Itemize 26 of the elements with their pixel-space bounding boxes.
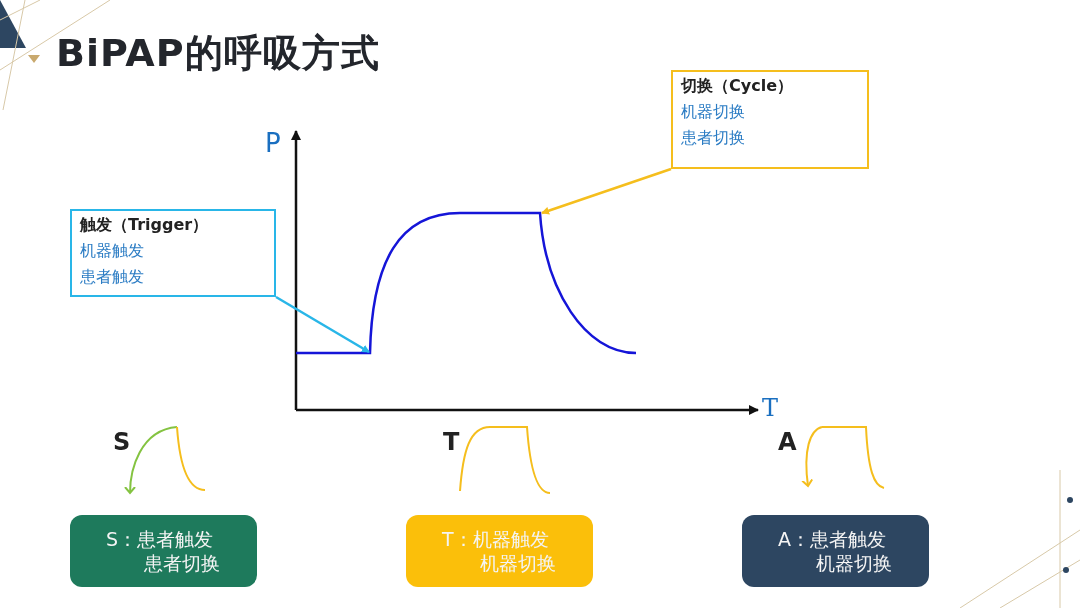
mode-text: S：患者触发 (106, 527, 214, 551)
callout-text: 机器切换 (681, 102, 746, 123)
callout-heading: 触发（Trigger） (80, 215, 210, 236)
mode-letter: S (113, 428, 131, 456)
leader-line (275, 295, 370, 354)
mode-box (742, 515, 929, 587)
callout-text: 机器触发 (80, 241, 145, 262)
callout-box (70, 209, 276, 297)
callout-box (671, 70, 869, 169)
mode-text: 患者切换 (143, 551, 220, 575)
mode-text: A：患者触发 (778, 527, 886, 551)
mode-box (406, 515, 593, 587)
mode-box (70, 515, 257, 587)
mode-letter: A (778, 428, 797, 456)
axis-label: P (265, 128, 281, 158)
pressure-curve (296, 211, 637, 355)
callout-heading: 切换（Cycle） (681, 76, 794, 97)
callout-text: 患者触发 (80, 267, 145, 288)
leader-line (541, 167, 672, 215)
mode-letter: T (443, 428, 460, 456)
mode-text: 机器切换 (479, 551, 556, 575)
mode-text: 机器切换 (815, 551, 892, 575)
axis-label: T (762, 394, 778, 422)
title: BiPAP的呼吸方式 (56, 30, 380, 77)
mode-text: T：机器触发 (442, 527, 549, 551)
callout-text: 患者切换 (681, 128, 746, 149)
